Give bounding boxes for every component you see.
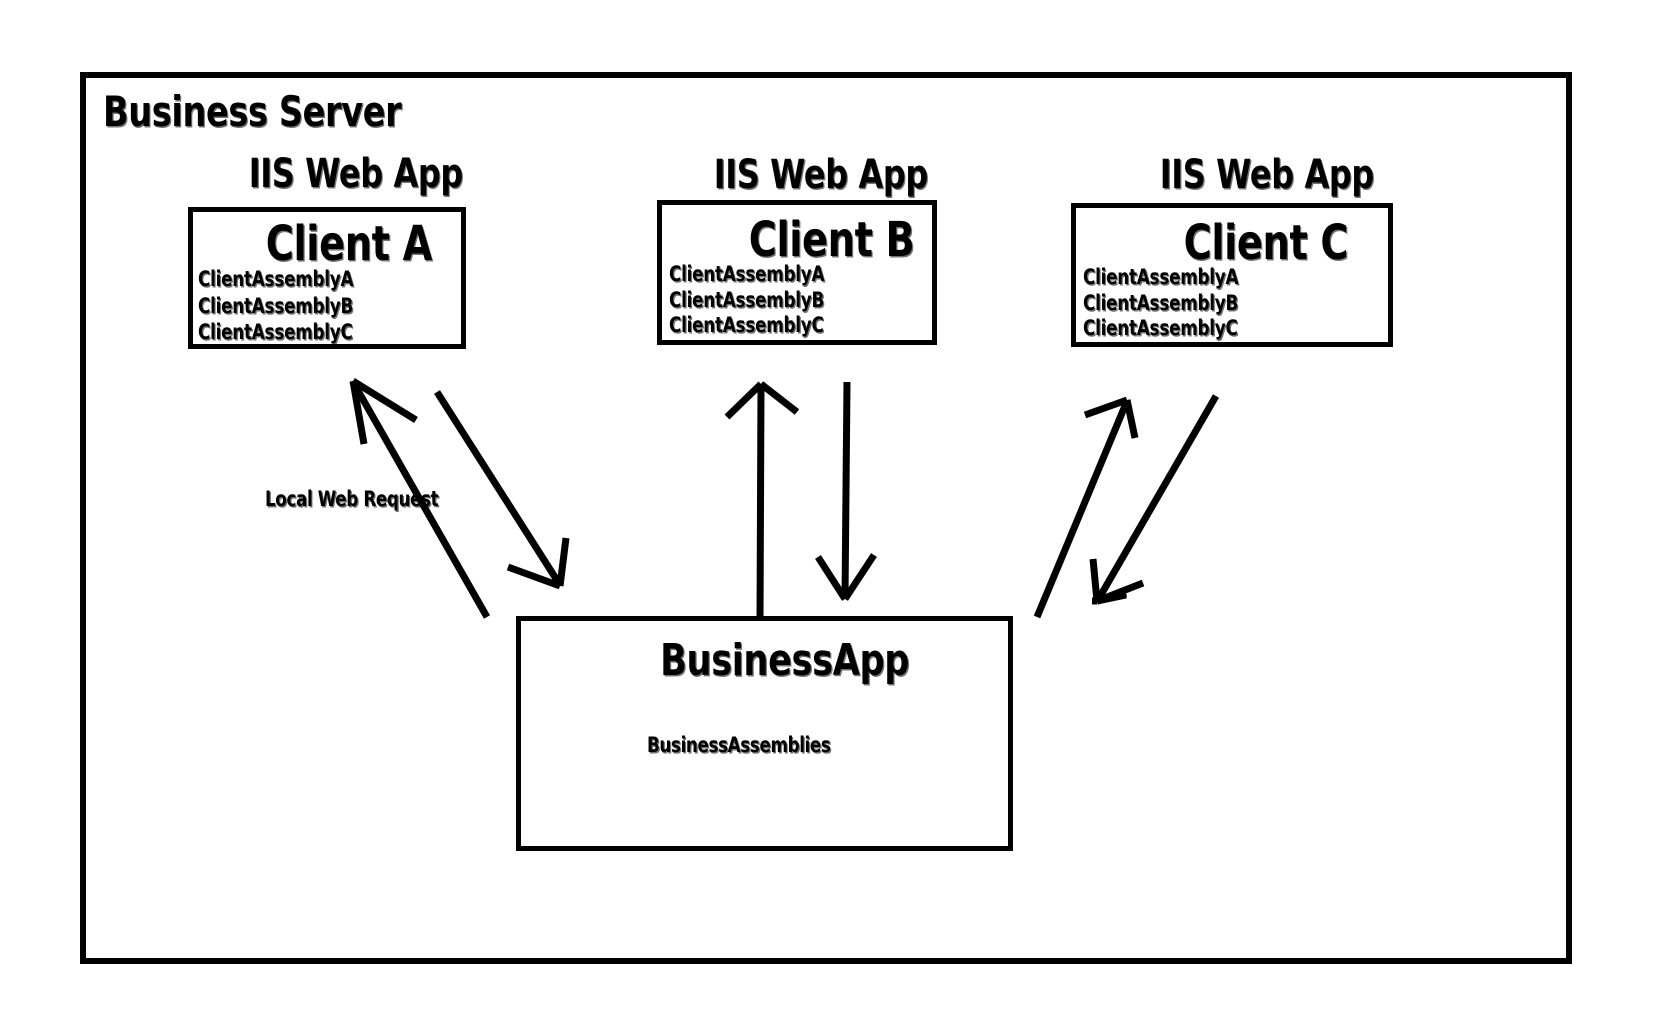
client-c-box (1071, 203, 1393, 347)
client-a-assembly-2: ClientAssemblyB (198, 294, 354, 318)
client-a-box (188, 207, 466, 349)
business-assemblies-label: BusinessAssemblies (647, 733, 831, 757)
business-server-title: Business Server (103, 87, 402, 136)
client-b-assembly-1: ClientAssemblyA (669, 262, 825, 286)
client-a-title: Client A (265, 216, 433, 272)
client-b-box (657, 200, 937, 345)
client-a-assembly-1: ClientAssemblyA (198, 267, 354, 291)
client-c-assembly-1: ClientAssemblyA (1083, 265, 1239, 289)
iis-web-app-label-a: IIS Web App (248, 151, 463, 197)
edge-label-local-web-request: Local Web Request (265, 487, 439, 511)
client-b-title: Client B (748, 212, 915, 268)
client-c-title: Client C (1183, 215, 1349, 271)
client-b-assembly-3: ClientAssemblyC (669, 313, 824, 337)
client-b-assembly-2: ClientAssemblyB (669, 288, 825, 312)
business-app-box (516, 616, 1013, 851)
business-app-title: BusinessApp (660, 635, 910, 686)
client-c-assembly-3: ClientAssemblyC (1083, 316, 1238, 340)
client-a-assembly-3: ClientAssemblyC (198, 320, 353, 344)
iis-web-app-label-b: IIS Web App (713, 152, 928, 198)
iis-web-app-label-c: IIS Web App (1159, 152, 1374, 198)
business-server-frame (80, 72, 1572, 964)
client-c-assembly-2: ClientAssemblyB (1083, 291, 1239, 315)
